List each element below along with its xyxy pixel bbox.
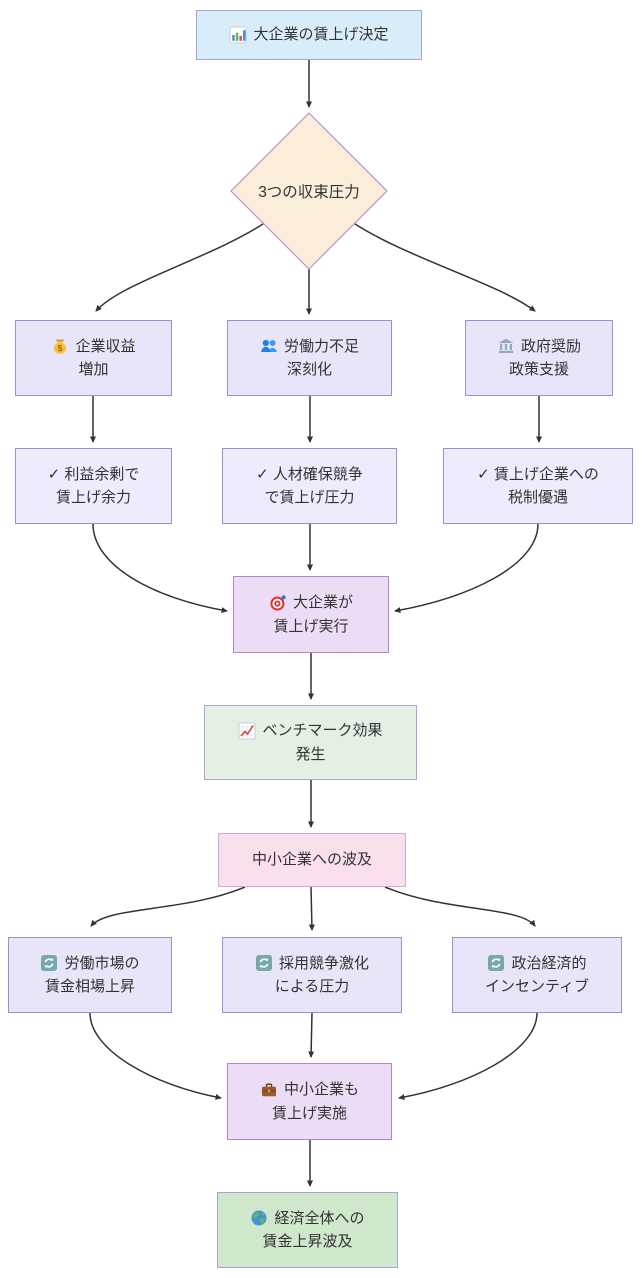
briefcase-icon (260, 1081, 278, 1099)
node-labor: 労働力不足 深刻化 (227, 320, 392, 396)
node-label: ベンチマーク効果 (262, 722, 383, 740)
node-label: 税制優遇 (507, 489, 568, 506)
node-profit: $ 企業収益 増加 (15, 320, 172, 396)
node-label: 労働力不足 (283, 337, 359, 355)
node-label: 政治経済的 (511, 954, 587, 972)
globe-icon (250, 1209, 268, 1227)
bank-icon (497, 337, 515, 355)
bar-chart-icon (229, 26, 247, 44)
node-incentive: 政治経済的 インセンティブ (452, 937, 622, 1013)
edge-market-sme (89, 1012, 222, 1100)
node-label: 大企業が (292, 594, 353, 612)
cycle-icon (487, 954, 505, 972)
node-market: 労働市場の 賃金相場上昇 (8, 937, 172, 1013)
svg-text:$: $ (58, 343, 63, 353)
edge-spread-hiring (308, 886, 315, 931)
edge-detail1-execute (92, 523, 228, 614)
edge-pressure-profit (95, 221, 267, 312)
node-label: 賃上げ実行 (273, 617, 349, 635)
node-gov: 政府奨励 政策支援 (465, 320, 613, 396)
cycle-icon (255, 954, 273, 972)
node-label: 賃金上昇波及 (262, 1233, 353, 1250)
node-label: 政策支援 (508, 361, 569, 378)
node-gov-detail: ✓ 賃上げ企業への 税制優遇 (443, 448, 633, 524)
node-label: 賃金相場上昇 (44, 978, 135, 995)
node-label: 増加 (78, 361, 109, 378)
node-label: 中小企業への波及 (251, 851, 372, 869)
node-label: インセンティブ (484, 978, 590, 995)
node-label: 採用競争激化 (278, 954, 369, 972)
chart-up-icon (238, 722, 256, 740)
node-start: 大企業の賃上げ決定 (196, 10, 422, 60)
people-icon (260, 337, 278, 355)
money-bag-icon: $ (51, 337, 69, 355)
node-label: ✓ 利益余剰で (47, 465, 140, 483)
node-label: 深刻化 (286, 361, 332, 378)
node-label: 賃上げ実施 (271, 1104, 347, 1122)
node-label: ✓ 賃上げ企業への (477, 465, 599, 483)
cycle-icon (40, 954, 58, 972)
node-economy: 経済全体への 賃金上昇波及 (217, 1192, 398, 1268)
node-label: 賃上げ余力 (55, 489, 131, 506)
node-label: 労働市場の (64, 954, 140, 972)
node-sme: 中小企業も 賃上げ実施 (227, 1063, 392, 1140)
node-label: 政府奨励 (520, 337, 581, 355)
node-labor-detail: ✓ 人材確保競争 で賃上げ圧力 (222, 448, 397, 524)
edge-spread-market (90, 886, 246, 927)
node-label: で賃上げ圧力 (264, 489, 355, 506)
edge-incentive-sme (398, 1012, 538, 1100)
node-profit-detail: ✓ 利益余剰で 賃上げ余力 (15, 448, 172, 524)
node-label: による圧力 (274, 978, 350, 995)
node-hiring: 採用競争激化 による圧力 (222, 937, 402, 1013)
node-label: ✓ 人材確保競争 (256, 465, 363, 483)
node-benchmark: ベンチマーク効果 発生 (204, 705, 417, 780)
node-pressure: 3つの収束圧力 (258, 184, 360, 201)
node-label: 発生 (295, 745, 326, 763)
node-label: 大企業の賃上げ決定 (253, 26, 389, 44)
node-label: 中小企業も (283, 1081, 359, 1099)
edge-detail3-execute (394, 523, 539, 614)
edge-hiring-sme (308, 1012, 315, 1058)
node-execute: 大企業が 賃上げ実行 (233, 576, 389, 653)
node-spread: 中小企業への波及 (218, 833, 406, 887)
node-label: 企業収益 (75, 337, 136, 355)
edge-spread-incentive (384, 886, 536, 927)
node-label: 経済全体への (274, 1209, 365, 1227)
edge-pressure-gov (351, 221, 536, 312)
target-icon (269, 594, 287, 612)
